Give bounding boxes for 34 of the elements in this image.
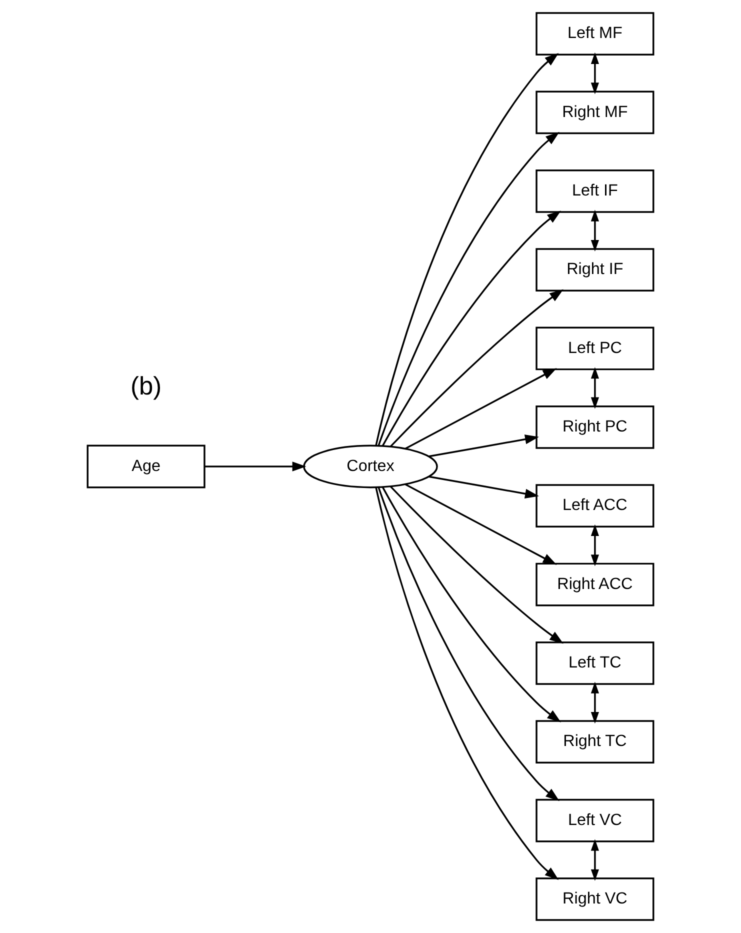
node-box: Left IF	[536, 169, 654, 213]
node-box: Left TC	[536, 641, 654, 685]
node-box: Left VC	[536, 798, 654, 842]
arrow	[375, 53, 559, 446]
node-box: Right VC	[536, 878, 654, 921]
arrow	[375, 487, 559, 880]
node-box: Left PC	[536, 326, 654, 370]
arrow	[390, 289, 564, 448]
node-box: Left ACC	[536, 484, 654, 528]
label: (b)	[130, 372, 162, 400]
node-box: Age	[86, 444, 206, 488]
node-box: Right PC	[536, 405, 654, 449]
arrow	[590, 52, 599, 94]
arrow	[428, 476, 539, 498]
node-box: Right IF	[536, 248, 654, 292]
arrow	[590, 367, 599, 409]
arrow	[590, 524, 599, 566]
node-box: Right MF	[536, 90, 654, 134]
arrow	[404, 368, 557, 450]
arrow	[590, 210, 599, 252]
arrow	[378, 487, 560, 802]
arrow	[590, 839, 599, 881]
arrow	[590, 682, 599, 724]
node-box: Right ACC	[536, 562, 654, 606]
node-ellipse: Cortex	[303, 444, 438, 488]
arrow	[205, 462, 306, 472]
arrow	[390, 486, 564, 644]
arrow	[382, 210, 562, 446]
arrow	[382, 486, 562, 722]
node-box: Left MF	[536, 12, 654, 56]
arrow	[428, 434, 539, 458]
node-box: Right TC	[536, 720, 654, 764]
arrow	[378, 132, 560, 446]
arrow	[404, 484, 557, 565]
